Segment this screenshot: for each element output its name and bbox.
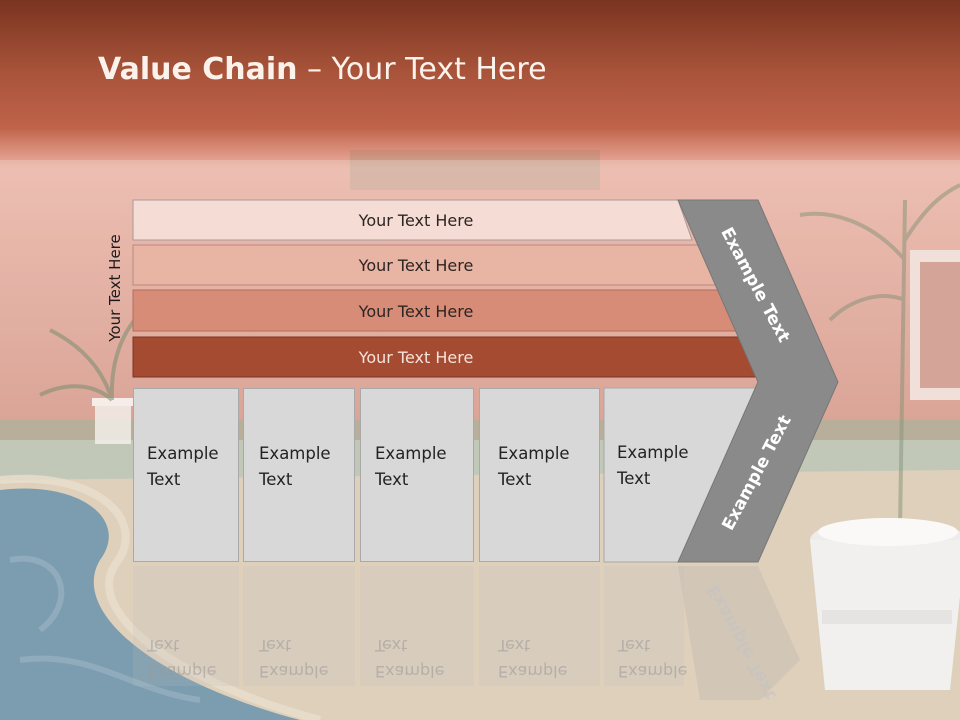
box-1-reflection: Example Text [147,632,243,684]
band-3[interactable]: Your Text Here [133,291,699,331]
box-5-reflection-line2: Text [618,636,651,655]
planter-left [92,398,134,444]
band-3-label: Your Text Here [358,301,474,321]
slide-title: Value Chain – Your Text Here [98,52,547,87]
box-3-line2: Text [375,470,409,489]
chevron-arrow [677,199,839,563]
header-fade [0,128,960,168]
box-3-reflection: Example Text [375,632,471,684]
box-2-reflection: Example Text [259,632,355,684]
band-4[interactable]: Your Text Here [133,337,699,377]
header-bar [0,0,960,130]
box-4-reflection-line1: Example [498,662,568,681]
box-3-reflection-line1: Example [375,662,445,681]
box-4-line2: Text [498,470,532,489]
box-1-reflection-line2: Text [147,636,180,655]
box-5-reflection-line1: Example [618,662,688,681]
title-rest: – Your Text Here [297,52,547,87]
box-1-reflection-line1: Example [147,662,217,681]
box-5-line2: Text [617,469,651,488]
pool-ripple [9,555,201,703]
planter-right [810,518,960,690]
box-2-line2: Text [259,470,293,489]
chevron-reflection [678,566,800,700]
box-2-reflection-line1: Example [259,662,329,681]
box-2-reflection-line2: Text [259,636,292,655]
palm-right [799,183,960,531]
band-1-label: Your Text Here [358,210,474,230]
band-1[interactable]: Your Text Here [133,200,699,240]
box-2-line1: Example [259,444,331,463]
band-shape-1 [132,199,693,241]
band-4-label: Your Text Here [358,347,474,367]
box-4-reflection-line2: Text [498,636,531,655]
box-5-line1: Example [617,443,689,462]
box-3-line1: Example [375,444,447,463]
boxes-reflection [133,566,684,686]
window-glass [920,262,960,388]
band-2-label: Your Text Here [358,255,474,275]
vertical-label: Your Text Here [106,234,124,342]
box-4-reflection: Example Text [498,632,594,684]
box-1-line2: Text [147,470,181,489]
box-5-reflection: Example Text [618,632,714,684]
title-bold: Value Chain [98,52,298,87]
box-4-line1: Example [498,444,570,463]
box-1-line1: Example [147,444,219,463]
pool-edge [0,474,322,720]
band-2[interactable]: Your Text Here [133,245,699,285]
box-3-reflection-line2: Text [375,636,408,655]
